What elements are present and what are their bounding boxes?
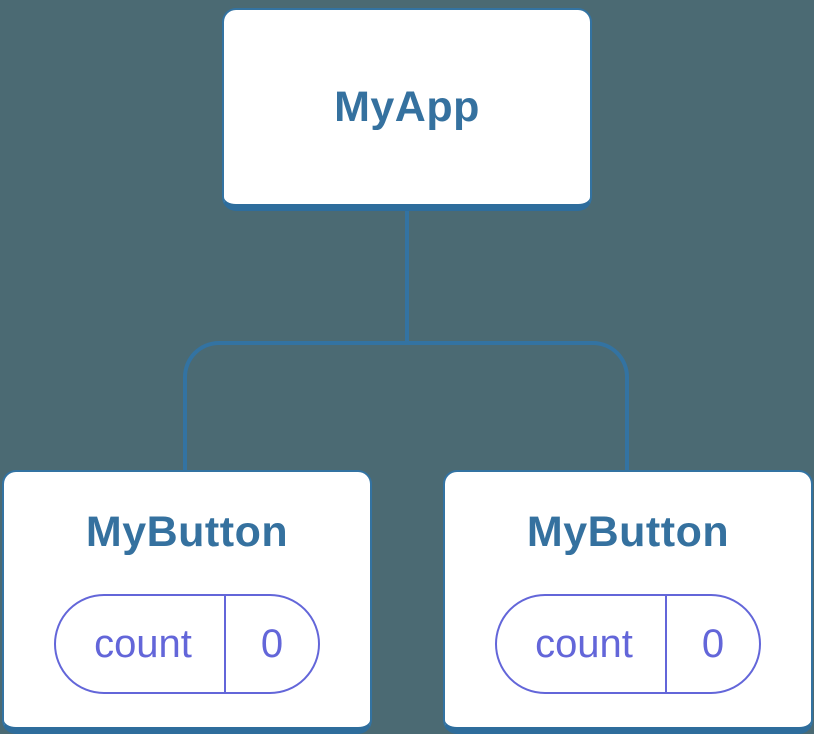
state-value-1: 0: [260, 621, 284, 666]
component-label-mybutton-1: MyButton: [85, 508, 289, 556]
state-pill-2: count 0: [495, 594, 761, 694]
state-key-2: count: [535, 621, 633, 666]
state-key-1: count: [94, 621, 192, 666]
component-node-mybutton-1: MyButton count 0: [2, 470, 372, 734]
state-pill-divider-1: [224, 596, 226, 692]
state-pill-1: count 0: [54, 594, 320, 694]
component-label-mybutton-2: MyButton: [526, 508, 730, 556]
component-node-myapp: MyApp: [222, 8, 592, 211]
tree-connector-bracket: [183, 341, 629, 470]
component-node-mybutton-2: MyButton count 0: [443, 470, 813, 734]
component-label-myapp: MyApp: [334, 83, 480, 131]
state-value-2: 0: [701, 621, 725, 666]
state-pill-divider-2: [665, 596, 667, 692]
tree-connector-stem: [405, 209, 409, 345]
